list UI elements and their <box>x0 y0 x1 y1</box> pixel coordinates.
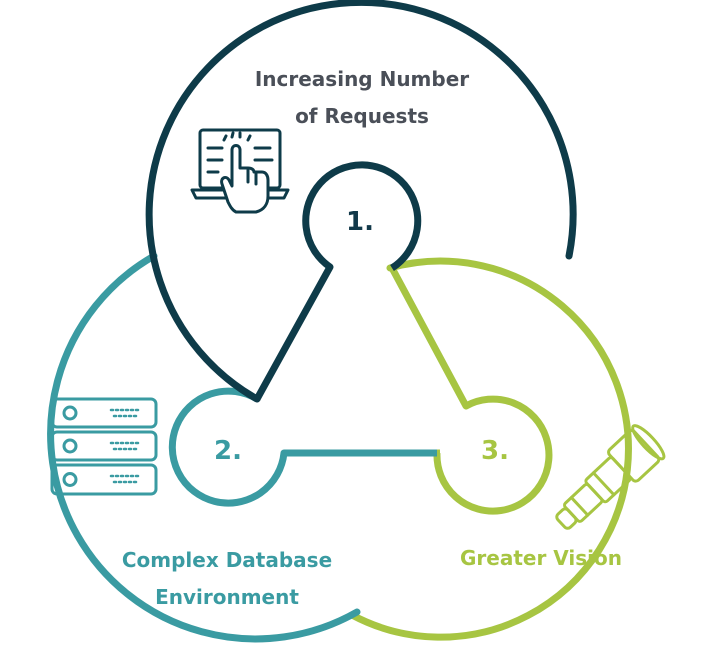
telescope-icon <box>555 424 666 530</box>
touch-screen-icon <box>190 128 290 214</box>
outline-complex-database <box>47 252 361 643</box>
outline-increasing-requests <box>145 0 577 403</box>
step-number-2: 2. <box>214 436 242 466</box>
title-requests-line-1: Increasing Number <box>255 67 469 91</box>
title-vision: Greater Vision <box>460 546 622 570</box>
server-rack-icon <box>50 397 158 496</box>
title-requests-line-2: of Requests <box>295 104 429 128</box>
link-to-complex-database <box>168 387 437 507</box>
link-to-increasing-requests <box>253 161 422 401</box>
link-to-greater-vision <box>388 266 553 515</box>
title-database-line-2: Environment <box>155 585 299 609</box>
step-number-3: 3. <box>481 436 509 466</box>
title-database-line-1: Complex Database <box>122 548 332 572</box>
outline-greater-vision <box>348 257 632 641</box>
step-number-1: 1. <box>346 207 374 237</box>
